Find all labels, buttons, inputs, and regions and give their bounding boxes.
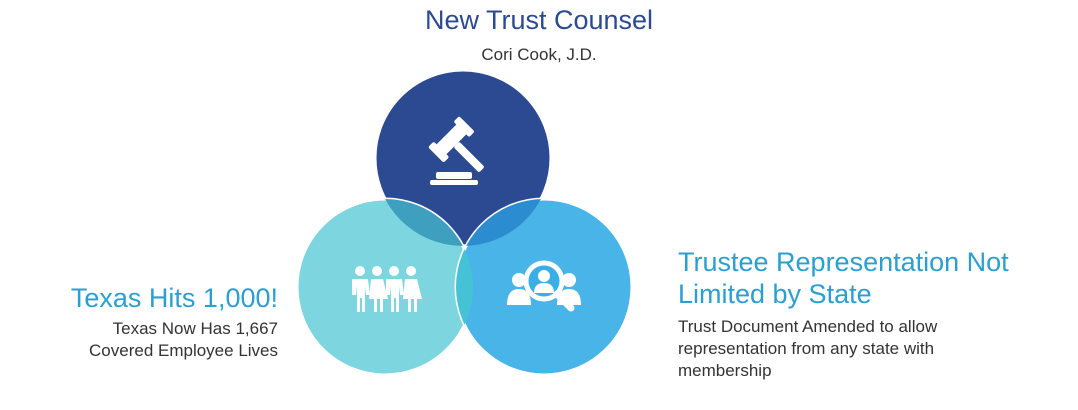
representation-label: Trustee Representation Not Limited by St…	[678, 246, 1073, 382]
search-people-icon	[507, 260, 581, 312]
texas-line-1: Texas Now Has 1,667	[112, 319, 278, 338]
texas-title: Texas Hits 1,000!	[70, 283, 278, 313]
representation-title-2: Limited by State	[678, 279, 872, 309]
counsel-subtitle: Cori Cook, J.D.	[481, 45, 597, 64]
counsel-label: New Trust Counsel Cori Cook, J.D.	[0, 4, 1078, 66]
representation-line-2: representation from any state with	[678, 339, 935, 358]
representation-line-3: membership	[678, 361, 772, 380]
people-group-icon	[352, 266, 422, 312]
texas-label: Texas Hits 1,000! Texas Now Has 1,667 Co…	[71, 282, 278, 362]
representation-line-1: Trust Document Amended to allow	[678, 317, 938, 336]
texas-line-2: Covered Employee Lives	[89, 341, 278, 360]
counsel-title: New Trust Counsel	[424, 5, 654, 35]
gavel-icon	[428, 116, 484, 185]
representation-title-1: Trustee Representation Not	[678, 247, 1009, 277]
